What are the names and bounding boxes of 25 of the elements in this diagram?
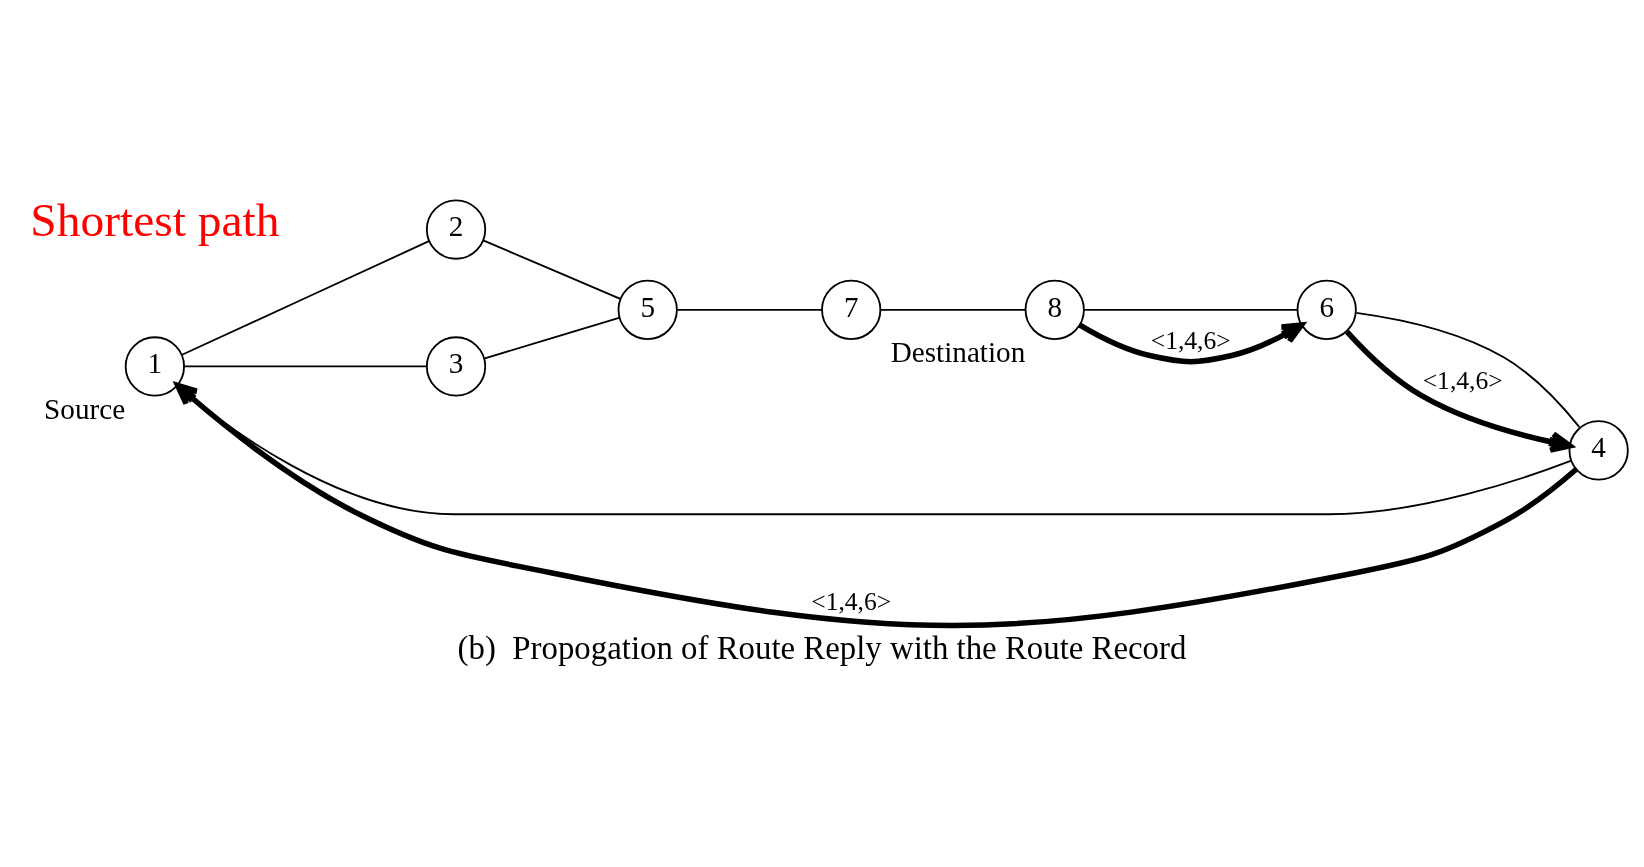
connector [1083, 308, 1298, 311]
edge-label: <1,4,6> [1422, 365, 1503, 395]
caption: (b) Propogation of Route Reply with the Route Record [457, 630, 1187, 667]
connector [181, 240, 430, 356]
node-circle: 1 [124, 336, 185, 397]
node-label: Source [44, 393, 126, 426]
node-circle: 5 [617, 279, 678, 340]
connector [1355, 311, 1581, 428]
node-circle: 4 [1568, 420, 1629, 481]
connector [482, 239, 622, 300]
node-circle: 6 [1296, 279, 1357, 340]
node-circle: 3 [425, 336, 487, 397]
connector [879, 308, 1027, 311]
node-label: Destination [890, 336, 1026, 369]
node-circle: 7 [821, 279, 882, 340]
arrow [174, 382, 1578, 629]
connector [483, 317, 620, 360]
label: Shortest path [30, 193, 280, 246]
arrow [1078, 322, 1305, 365]
node-circle: 8 [1024, 279, 1085, 340]
connector [183, 365, 428, 368]
edge-label: <1,4,6> [811, 586, 892, 616]
node-circle: 2 [425, 199, 487, 260]
connector [676, 308, 823, 311]
edge-label: <1,4,6> [1150, 325, 1231, 355]
